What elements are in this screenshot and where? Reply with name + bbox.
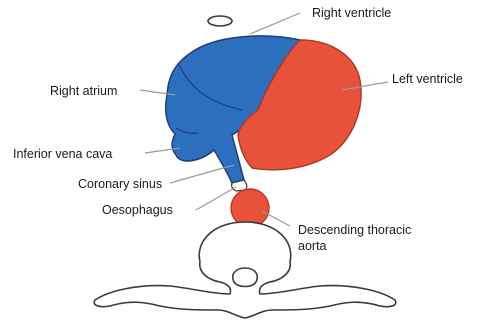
label-descending-aorta-line1: Descending thoracic bbox=[298, 223, 411, 237]
label-right-atrium: Right atrium bbox=[50, 84, 117, 98]
label-right-ventricle: Right ventricle bbox=[312, 6, 391, 20]
sternum-shape bbox=[208, 16, 232, 26]
label-oesophagus: Oesophagus bbox=[102, 203, 173, 217]
descending-aorta-shape bbox=[231, 189, 269, 227]
label-inferior-vena-cava: Inferior vena cava bbox=[13, 147, 112, 161]
label-coronary-sinus: Coronary sinus bbox=[78, 177, 162, 191]
leader-coronary-sinus bbox=[170, 165, 234, 183]
label-descending-aorta-line2: aorta bbox=[298, 239, 327, 253]
leader-oesophagus bbox=[196, 187, 236, 210]
label-left-ventricle: Left ventricle bbox=[392, 72, 463, 86]
leader-right-ventricle bbox=[250, 13, 300, 34]
spinal-canal-shape bbox=[233, 268, 258, 287]
